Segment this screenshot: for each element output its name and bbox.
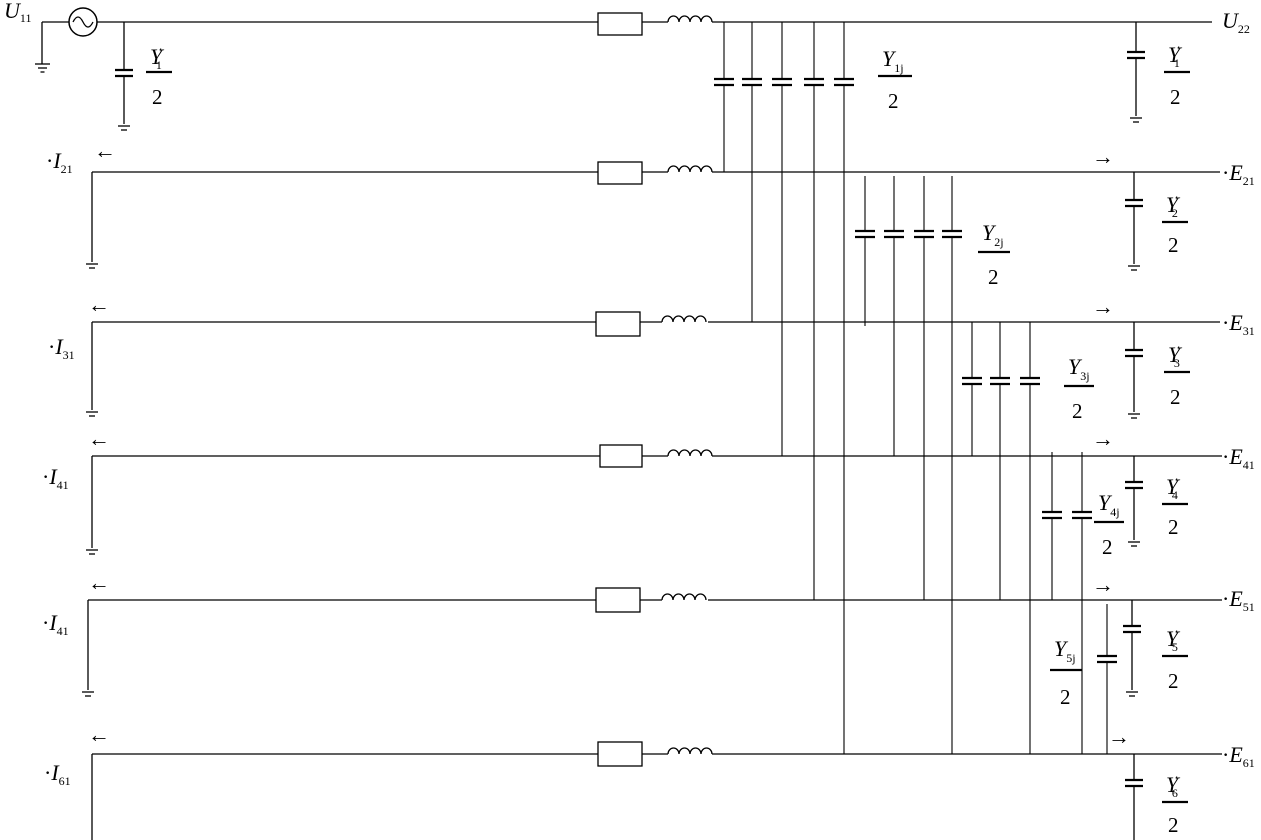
bus-label-1: U22 (1222, 8, 1250, 36)
coupling-label-3-num: Y3j (1068, 354, 1090, 383)
shunt-label-6: Y′6 2 (1162, 772, 1188, 837)
right-arrow-2: → (1092, 144, 1114, 169)
current-label-6: ·I61 (44, 760, 71, 788)
coupling-label-4-den: 2 (1102, 535, 1113, 559)
shunt-label-4: Y′4 2 (1162, 474, 1188, 539)
current-label-4: ·I41 (42, 464, 69, 492)
shunt-label-source: Y′1 2 (146, 44, 172, 109)
direction-arrows: ← ← ← ← ← → → → → → (88, 138, 1130, 749)
left-ground-leads (82, 172, 98, 840)
shunt-label-2: Y′2 2 (1162, 192, 1188, 257)
coupling-label-4: Y4j 2 (1094, 490, 1124, 559)
shunt-label-1: Y′1 2 (1164, 42, 1190, 109)
coupling-label-2-num: Y2j (982, 220, 1004, 249)
bus-label-6: ·E61 (1222, 742, 1255, 770)
coupling-fraction-labels: Y1j 2 Y2j 2 Y3j 2 Y4j 2 Y5j 2 (878, 46, 1124, 709)
coupling-label-5-num: Y5j (1054, 636, 1076, 665)
coupling-label-5-den: 2 (1060, 685, 1071, 709)
coupling-label-2-den: 2 (988, 265, 999, 289)
shunt-label-5-num: Y′5 (1166, 626, 1181, 654)
coupling-label-1-den: 2 (888, 89, 899, 113)
resistor-6 (597, 741, 643, 767)
bus-label-2: ·E21 (1222, 160, 1255, 188)
current-labels: ·I21 ·I31 ·I41 ·I41 ·I61 (42, 148, 75, 788)
coupling-label-4-num: Y4j (1098, 490, 1120, 519)
shunt-label-4-num: Y′4 (1166, 474, 1181, 502)
sine-wave-icon (72, 16, 94, 28)
coupling-group-4 (1042, 452, 1092, 754)
left-arrow-5: ← (88, 570, 110, 595)
resistor-1 (597, 12, 643, 36)
resistor-4 (599, 444, 643, 468)
current-label-5: ·I41 (42, 610, 69, 638)
right-arrow-5: → (1092, 572, 1114, 597)
shunt-label-1-num: Y′1 (1168, 42, 1183, 70)
resistor-5 (595, 587, 641, 613)
right-shunt-capacitors (1123, 22, 1145, 840)
right-arrow-6: → (1108, 724, 1130, 749)
shunt-label-2-num: Y′2 (1166, 192, 1181, 220)
coupling-group-2 (855, 176, 962, 754)
current-label-2: ·I21 (46, 148, 73, 176)
shunt-label-3-den: 2 (1170, 385, 1181, 409)
shunt-label-3: Y′3 2 (1164, 342, 1190, 409)
inductor-4 (667, 449, 713, 457)
bus-label-4: ·E41 (1222, 444, 1255, 472)
right-arrow-4: → (1092, 426, 1114, 451)
coupling-group-1 (714, 22, 854, 754)
shunt-label-3-num: Y′3 (1168, 342, 1183, 370)
left-arrow-2: ← (94, 138, 116, 163)
shunt-label-2-den: 2 (1168, 233, 1179, 257)
shunt-label-4-den: 2 (1168, 515, 1179, 539)
shunt-fraction-labels: Y′1 2 Y′1 2 Y′2 2 Y′3 2 Y′4 2 (146, 42, 1190, 837)
inductor-6 (667, 747, 713, 755)
resistor-3 (595, 311, 641, 337)
left-arrow-3: ← (88, 292, 110, 317)
shunt-label-6-den: 2 (1168, 813, 1179, 837)
coupling-network (714, 22, 1117, 754)
coupling-group-3 (962, 322, 1040, 754)
shunt-label-6-num: Y′6 (1166, 772, 1181, 800)
coupling-label-5: Y5j 2 (1050, 636, 1082, 709)
coupling-label-1-num: Y1j (882, 46, 904, 75)
right-arrow-3: → (1092, 294, 1114, 319)
bus-labels: U22 ·E21 ·E31 ·E41 ·E51 ·E61 (1222, 8, 1255, 770)
shunt-label-source-num: Y′1 (150, 44, 165, 72)
coupling-label-2: Y2j 2 (978, 220, 1010, 289)
shunt-label-1-den: 2 (1170, 85, 1181, 109)
left-arrow-4: ← (88, 426, 110, 451)
source-label: U11 (4, 0, 31, 25)
bus-lines (42, 21, 1222, 755)
shunt-label-5: Y′5 2 (1162, 626, 1188, 693)
left-arrow-6: ← (88, 722, 110, 747)
inductor-5 (661, 593, 707, 601)
inductor-1 (667, 15, 713, 23)
bus-label-5: ·E51 (1222, 586, 1255, 614)
inductor-2 (667, 165, 713, 173)
shunt-capacitor-source (115, 22, 133, 131)
resistors (595, 12, 668, 767)
coupling-group-5 (1097, 604, 1117, 754)
current-label-3: ·I31 (48, 334, 75, 362)
inductor-3 (661, 315, 707, 323)
inductors (661, 15, 713, 755)
bus-label-3: ·E31 (1222, 310, 1255, 338)
ac-source (35, 7, 98, 73)
coupling-label-1: Y1j 2 (878, 46, 912, 113)
shunt-label-5-den: 2 (1168, 669, 1179, 693)
coupling-label-3: Y3j 2 (1064, 354, 1094, 423)
coupling-label-3-den: 2 (1072, 399, 1083, 423)
resistor-2 (597, 161, 643, 185)
shunt-label-source-den: 2 (152, 85, 163, 109)
